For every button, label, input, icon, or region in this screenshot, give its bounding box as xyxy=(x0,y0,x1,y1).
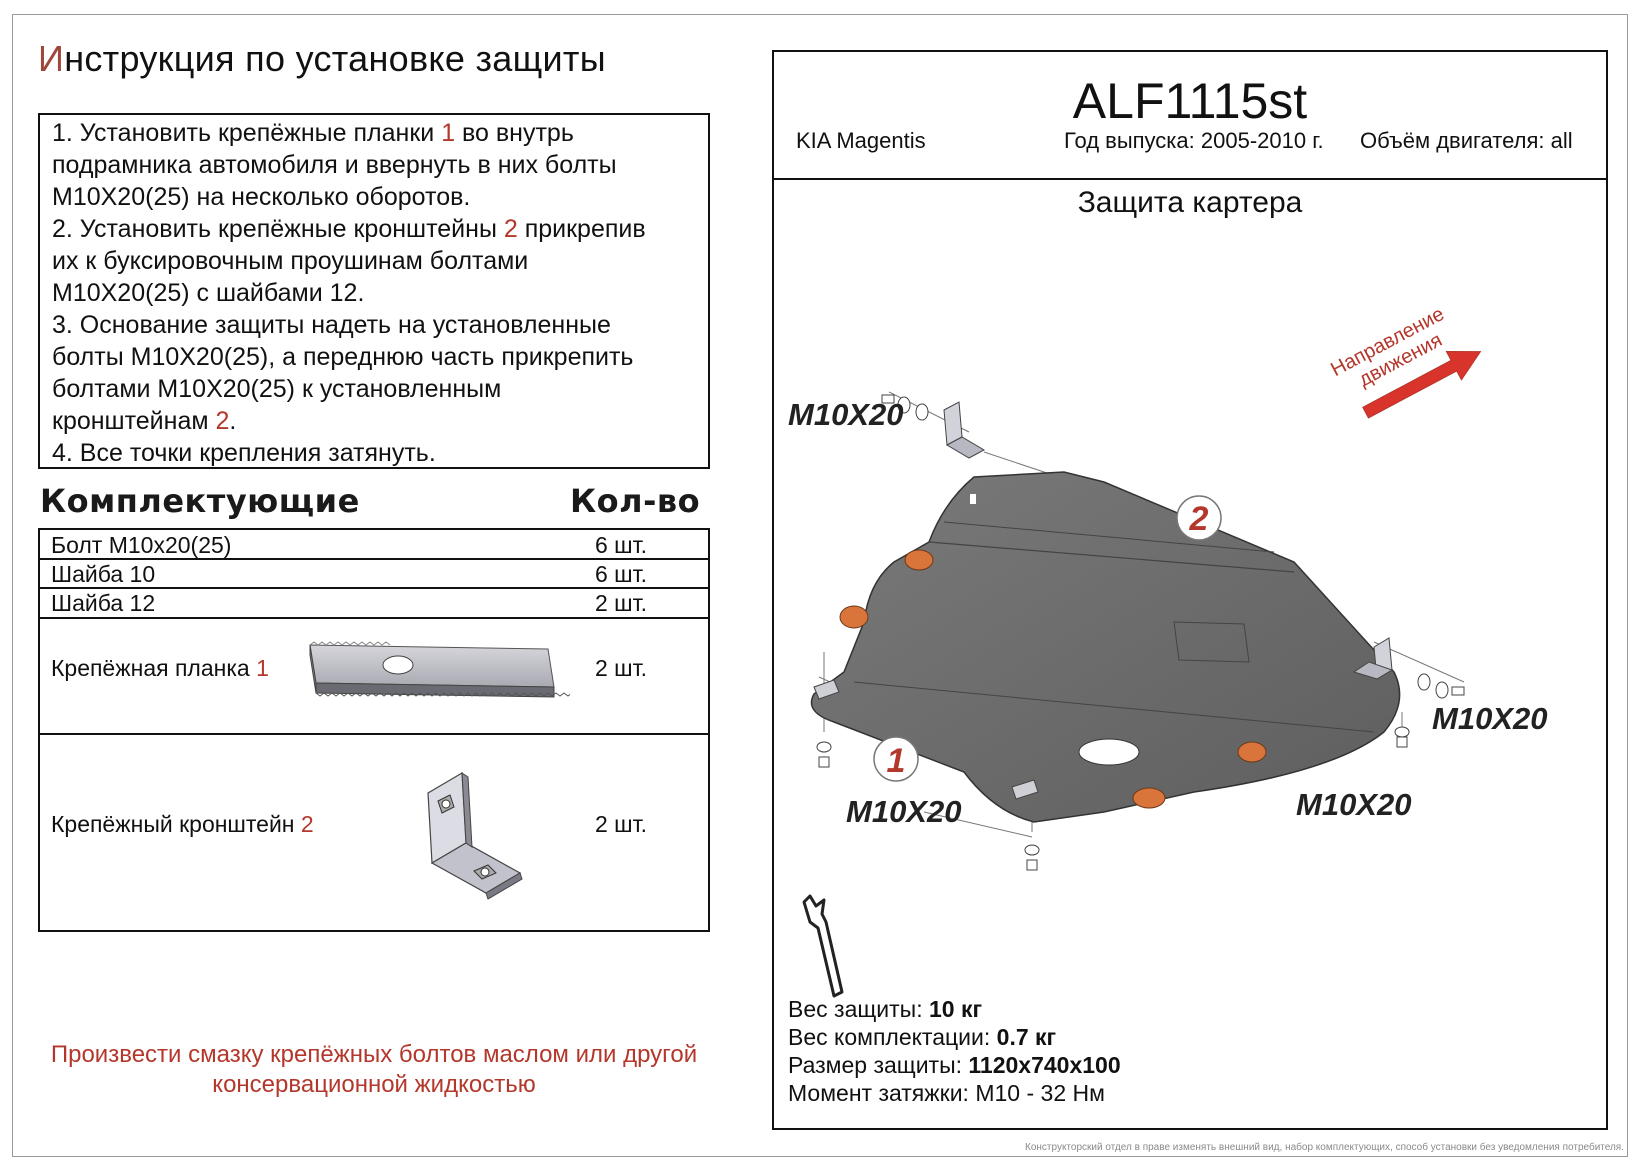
table-row: Шайба 12 2 шт. xyxy=(40,589,708,619)
title-rest: нструкция по установке защиты xyxy=(64,38,606,79)
pad xyxy=(1132,787,1166,809)
instruction-line: кронштейнам 2. xyxy=(52,407,237,435)
item-name: Крепёжный кронштейн 2 xyxy=(51,811,314,837)
instructions-box: 1. Установить крепёжные планки 1 во внут… xyxy=(38,113,710,469)
header-divider xyxy=(774,178,1606,180)
bolt-head xyxy=(1396,736,1408,748)
engine-volume: Объём двигателя: all xyxy=(1360,128,1573,153)
item-name: Шайба 10 xyxy=(51,561,156,587)
bolt-label: M10X20 xyxy=(1296,787,1411,822)
plate-drain-hole xyxy=(1078,738,1140,766)
item-name: Шайба 12 xyxy=(51,590,156,616)
table-row: Крепёжная планка 1 2 шт. xyxy=(40,619,708,735)
pad xyxy=(904,549,934,571)
plate-bend-line xyxy=(943,521,1275,553)
plate-slot xyxy=(970,494,976,504)
direction-arrow-icon xyxy=(1362,351,1482,419)
washer xyxy=(816,741,832,753)
washer xyxy=(1417,673,1431,691)
callout-number: 2 xyxy=(1189,500,1209,538)
item-name: Крепёжная планка 1 xyxy=(51,655,269,681)
instruction-line: их к буксировочным проушинам болтами xyxy=(52,247,529,275)
leader-line xyxy=(923,811,1033,838)
bracket-front-right xyxy=(1352,661,1394,680)
title-initial: И xyxy=(38,38,65,79)
mounting-plate-left xyxy=(813,679,840,700)
washer xyxy=(1024,844,1040,856)
item-qty: 2 шт. xyxy=(595,811,648,837)
direction-of-travel: Направление движения xyxy=(1327,303,1482,419)
plate-panel xyxy=(1173,621,1250,663)
item-qty: 6 шт. xyxy=(595,561,648,587)
bolt-label: M10X20 xyxy=(846,794,961,829)
bolt-head xyxy=(881,394,895,404)
callout-number: 1 xyxy=(887,742,906,780)
bolt-head xyxy=(818,756,830,768)
instruction-line: 3. Основание защиты надеть на установлен… xyxy=(52,311,611,339)
rubber-pads xyxy=(839,549,1267,809)
washer xyxy=(915,403,929,421)
mounting-plate-image xyxy=(309,641,570,698)
spec-size: Размер защиты: 1120x740x100 xyxy=(788,1052,1121,1078)
bolt-head xyxy=(1451,686,1465,696)
kit-heading: Комплектующие xyxy=(40,482,360,520)
pad xyxy=(839,605,869,629)
table-row: Крепёжный кронштейн 2 2 шт. xyxy=(40,735,708,930)
spec-torque: Момент затяжки: M10 - 32 Нм xyxy=(788,1080,1105,1106)
assembly-drawing: M10X20 M10X20 M10X20 M10X20 2 1 Направле… xyxy=(788,303,1547,871)
lubrication-note: Произвести смазку крепёжных болтов масло… xyxy=(50,1041,698,1098)
skid-plate xyxy=(810,471,1401,823)
bolt-label: M10X20 xyxy=(788,397,903,432)
part-title: Защита картера xyxy=(1077,186,1303,219)
item-qty: 6 шт. xyxy=(595,532,648,558)
callout-circle xyxy=(873,736,919,782)
washer xyxy=(1394,726,1410,738)
item-qty: 2 шт. xyxy=(595,590,648,616)
spec-weight: Вес защиты: 10 кг xyxy=(788,996,983,1022)
kit-table: Болт M10x20(25) 6 шт. Шайба 10 6 шт. Шай… xyxy=(38,528,710,932)
pad xyxy=(1237,741,1267,763)
instruction-line: болтами M10X20(25) к установленным xyxy=(52,375,502,403)
car-model: KIA Magentis xyxy=(796,128,926,153)
wrench-icon xyxy=(802,894,844,998)
page-frame xyxy=(12,14,1628,1157)
production-years: Год выпуска: 2005-2010 г. xyxy=(1064,128,1324,153)
item-name: Болт M10x20(25) xyxy=(51,532,232,558)
document-title: Инструкция по установке защиты xyxy=(38,38,606,80)
mounting-plate-right xyxy=(1011,779,1039,800)
product-panel: ALF1115st KIA Magentis Год выпуска: 2005… xyxy=(772,50,1608,1130)
washer xyxy=(1435,681,1449,699)
instruction-line: 2. Установить крепёжные кронштейны 2 при… xyxy=(52,215,646,243)
plate-bend-line xyxy=(853,681,1375,733)
plate-bend-line xyxy=(928,541,1295,573)
table-row: Шайба 10 6 шт. xyxy=(40,560,708,589)
bolt-head xyxy=(1026,859,1038,871)
qty-heading: Кол-во xyxy=(570,482,701,520)
disclaimer: Конструкторский отдел в праве изменять в… xyxy=(1025,1142,1624,1153)
bracket-front-left xyxy=(945,436,986,459)
bracket-image xyxy=(427,771,523,900)
bolt-label: M10X20 xyxy=(1432,701,1547,736)
spec-kit-weight: Вес комплектации: 0.7 кг xyxy=(788,1024,1057,1050)
product-code: ALF1115st xyxy=(1072,73,1308,129)
instruction-line: подрамника автомобиля и ввернуть в них б… xyxy=(52,151,617,179)
item-qty: 2 шт. xyxy=(595,655,648,681)
instruction-line: 4. Все точки крепления затянуть. xyxy=(52,439,436,467)
washer xyxy=(897,396,911,414)
instruction-line: болты M10X20(25), а переднюю часть прикр… xyxy=(52,343,634,371)
table-row: Болт M10x20(25) 6 шт. xyxy=(40,530,708,560)
instruction-line: M10X20(25) на несколько оборотов. xyxy=(52,183,471,211)
instruction-line: 1. Установить крепёжные планки 1 во внут… xyxy=(52,119,574,147)
instruction-line: M10X20(25) с шайбами 12. xyxy=(52,279,365,307)
callout-circle xyxy=(1176,495,1222,541)
